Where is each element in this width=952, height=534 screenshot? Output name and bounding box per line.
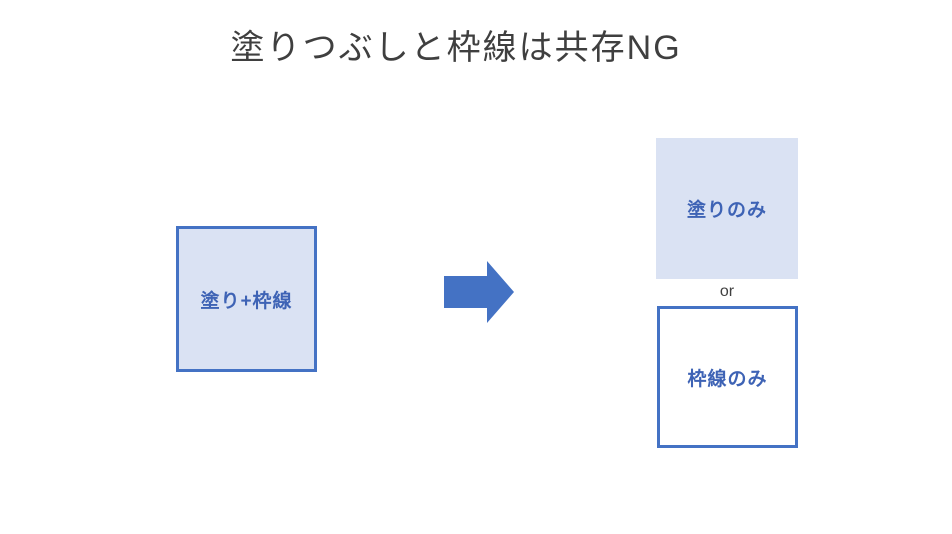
fill-and-border-box: 塗り+枠線 [176,226,317,372]
right-arrow-icon [444,261,514,323]
fill-and-border-box-label: 塗り+枠線 [200,290,293,312]
fill-only-box-label: 塗りのみ [686,200,767,221]
slide-title: 塗りつぶしと枠線は共存NG [230,29,682,67]
border-only-box: 枠線のみ [657,306,798,448]
fill-only-box: 塗りのみ [656,138,798,279]
border-only-box-label: 枠線のみ [687,368,768,390]
or-label: or [719,283,735,300]
